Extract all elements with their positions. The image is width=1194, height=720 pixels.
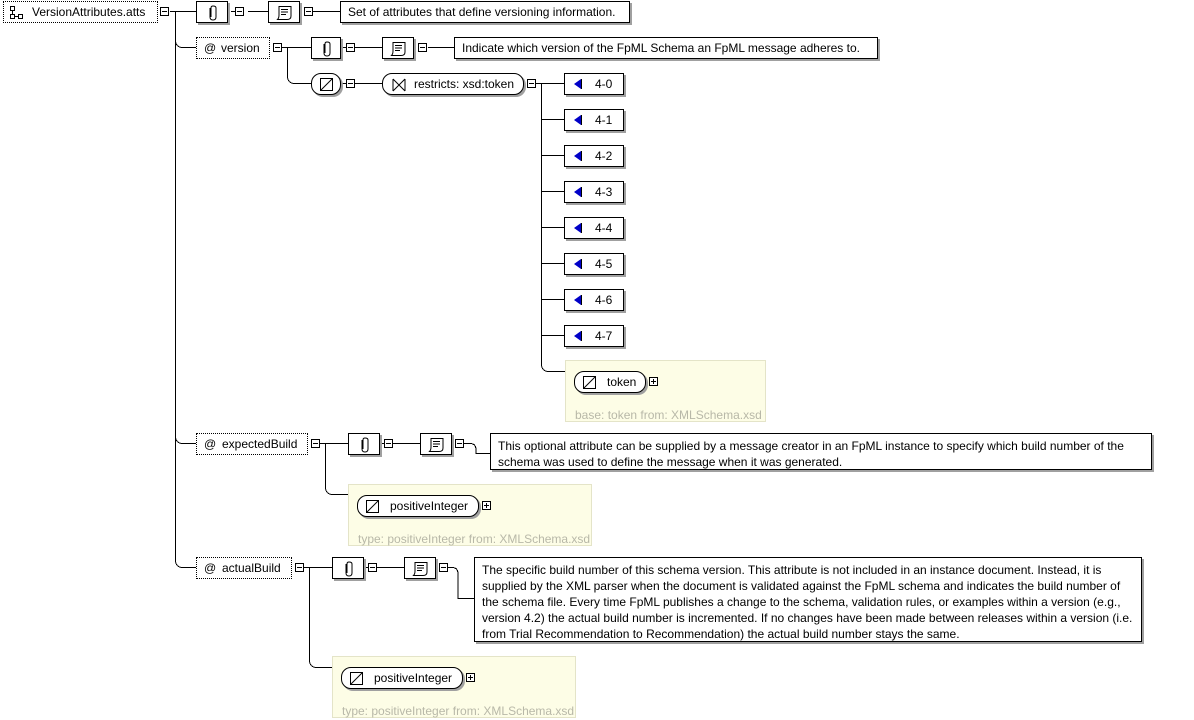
expand-toggle[interactable] bbox=[466, 673, 475, 682]
collapse-toggle[interactable] bbox=[384, 439, 393, 448]
annotation-icon bbox=[321, 41, 333, 60]
enumeration-item[interactable]: 4-7 bbox=[564, 325, 624, 347]
enumeration-icon bbox=[574, 79, 582, 89]
documentation-icon bbox=[390, 41, 408, 60]
collapse-toggle[interactable] bbox=[346, 79, 355, 88]
expand-toggle[interactable] bbox=[482, 501, 491, 510]
restriction-node[interactable]: restricts: xsd:token bbox=[382, 73, 524, 95]
documentation-icon bbox=[276, 5, 294, 24]
attribute-name: version bbox=[221, 41, 260, 55]
enumeration-icon bbox=[574, 331, 582, 341]
collapse-toggle[interactable] bbox=[368, 563, 377, 572]
attribute-prefix: @ bbox=[204, 41, 217, 55]
enumeration-item[interactable]: 4-1 bbox=[564, 109, 624, 131]
enumeration-item[interactable]: 4-6 bbox=[564, 289, 624, 311]
collapse-toggle[interactable] bbox=[304, 7, 313, 16]
enumeration-value: 4-1 bbox=[595, 113, 613, 127]
root-documentation: Set of attributes that define versioning… bbox=[340, 1, 630, 23]
documentation-box[interactable] bbox=[404, 557, 436, 579]
annotation-icon bbox=[359, 437, 371, 456]
enumeration-value: 4-0 bbox=[595, 77, 613, 91]
enumeration-item[interactable]: 4-2 bbox=[564, 145, 624, 167]
simple-type-node[interactable] bbox=[311, 73, 341, 95]
type-name: positiveInteger bbox=[374, 671, 453, 685]
enumeration-item[interactable]: 4-3 bbox=[564, 181, 624, 203]
simple-type-icon bbox=[366, 500, 380, 517]
base-type-box: token base: token from: XMLSchema.xsd bbox=[565, 360, 766, 422]
attribute-name: expectedBuild bbox=[222, 437, 298, 451]
documentation-box[interactable] bbox=[420, 433, 452, 455]
expectedbuild-documentation: This optional attribute can be supplied … bbox=[490, 433, 1152, 470]
expand-toggle[interactable] bbox=[649, 377, 658, 386]
attribute-version[interactable]: @ version bbox=[196, 37, 270, 59]
enumeration-icon bbox=[574, 223, 582, 233]
enumeration-value: 4-4 bbox=[595, 221, 613, 235]
documentation-icon bbox=[428, 437, 446, 456]
enumeration-icon bbox=[574, 151, 582, 161]
attribute-actualbuild[interactable]: @ actualBuild bbox=[196, 557, 292, 579]
enumeration-item[interactable]: 4-0 bbox=[564, 73, 624, 95]
base-type-name: token bbox=[607, 375, 637, 389]
restriction-label: restricts: xsd:token bbox=[414, 77, 515, 91]
collapse-toggle[interactable] bbox=[346, 43, 355, 52]
annotation-box[interactable] bbox=[348, 433, 380, 455]
documentation-box[interactable] bbox=[382, 37, 414, 59]
restriction-icon bbox=[392, 78, 406, 95]
attribute-group-node[interactable]: VersionAttributes.atts bbox=[3, 1, 158, 23]
attribute-name: actualBuild bbox=[222, 561, 281, 575]
enumeration-icon bbox=[574, 295, 582, 305]
enumeration-value: 4-7 bbox=[595, 329, 613, 343]
enumeration-value: 4-3 bbox=[595, 185, 613, 199]
actualbuild-documentation: The specific build number of this schema… bbox=[474, 557, 1142, 642]
simple-type-icon bbox=[583, 376, 597, 393]
enumeration-icon bbox=[574, 115, 582, 125]
attribute-prefix: @ bbox=[204, 561, 217, 575]
type-footer: type: positiveInteger from: XMLSchema.xs… bbox=[358, 532, 591, 546]
enumeration-value: 4-6 bbox=[595, 293, 613, 307]
annotation-icon bbox=[207, 5, 219, 24]
annotation-box[interactable] bbox=[311, 37, 341, 59]
base-type-footer: base: token from: XMLSchema.xsd bbox=[575, 408, 762, 422]
enumeration-icon bbox=[574, 187, 582, 197]
collapse-toggle[interactable] bbox=[235, 7, 244, 16]
annotation-box[interactable] bbox=[332, 557, 364, 579]
annotation-icon bbox=[343, 561, 355, 580]
type-name: positiveInteger bbox=[390, 499, 469, 513]
simple-type-icon bbox=[320, 78, 334, 95]
attribute-group-name: VersionAttributes.atts bbox=[32, 5, 146, 19]
simple-type-icon bbox=[350, 672, 364, 689]
enumeration-item[interactable]: 4-5 bbox=[564, 253, 624, 275]
collapse-toggle[interactable] bbox=[455, 439, 464, 448]
base-type-node[interactable]: token bbox=[574, 371, 646, 393]
documentation-icon bbox=[412, 561, 430, 580]
annotation-box[interactable] bbox=[196, 1, 228, 23]
collapse-toggle[interactable] bbox=[311, 439, 320, 448]
enumeration-value: 4-5 bbox=[595, 257, 613, 271]
enumeration-value: 4-2 bbox=[595, 149, 613, 163]
version-documentation: Indicate which version of the FpML Schem… bbox=[454, 37, 878, 59]
enumeration-icon bbox=[574, 259, 582, 269]
attribute-prefix: @ bbox=[204, 437, 217, 451]
collapse-toggle[interactable] bbox=[273, 43, 282, 52]
type-node[interactable]: positiveInteger bbox=[357, 495, 479, 517]
type-footer: type: positiveInteger from: XMLSchema.xs… bbox=[342, 704, 575, 718]
documentation-box[interactable] bbox=[268, 1, 300, 23]
attribute-expectedbuild[interactable]: @ expectedBuild bbox=[196, 433, 308, 455]
collapse-toggle[interactable] bbox=[295, 563, 304, 572]
type-box: positiveInteger type: positiveInteger fr… bbox=[348, 484, 592, 546]
type-node[interactable]: positiveInteger bbox=[341, 667, 463, 689]
collapse-toggle[interactable] bbox=[160, 7, 169, 16]
attribute-group-icon bbox=[10, 6, 24, 23]
type-box: positiveInteger type: positiveInteger fr… bbox=[332, 656, 576, 718]
collapse-toggle[interactable] bbox=[527, 79, 536, 88]
enumeration-item[interactable]: 4-4 bbox=[564, 217, 624, 239]
collapse-toggle[interactable] bbox=[439, 563, 448, 572]
collapse-toggle[interactable] bbox=[418, 43, 427, 52]
